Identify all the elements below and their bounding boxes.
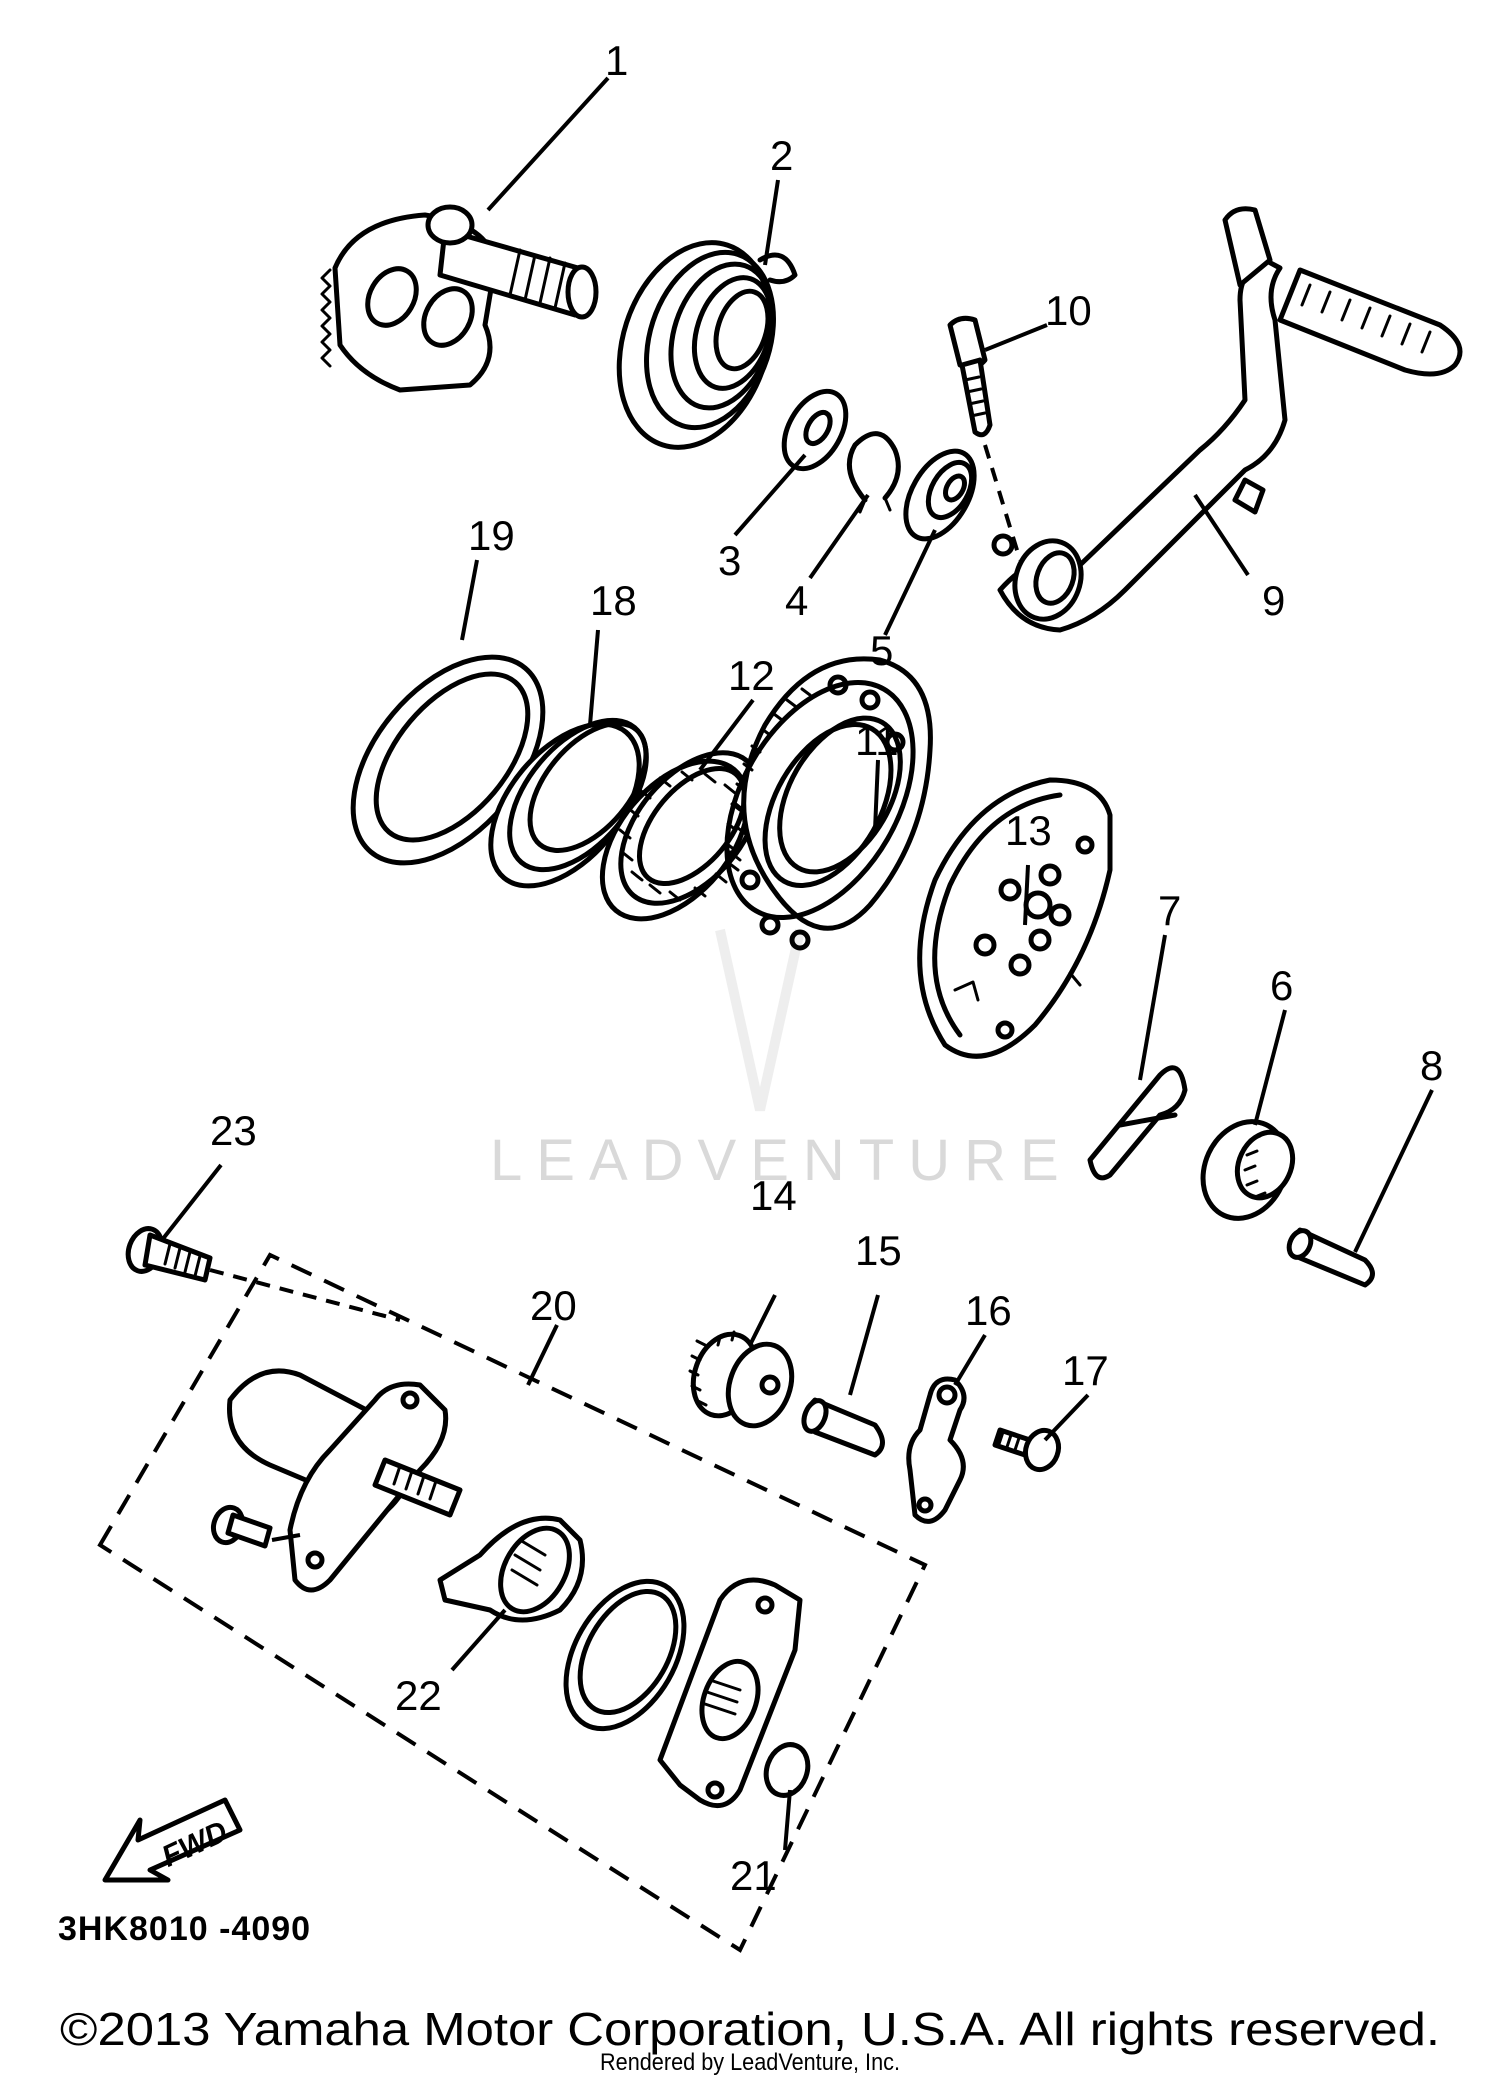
callout-10: 10 [1045,287,1092,334]
part-21-o-ring [763,1742,811,1798]
callout-20: 20 [530,1282,577,1329]
part-5-oil-seal [903,448,977,542]
watermark-logo [715,928,805,1112]
part-13-clutch-plate [917,777,1113,1059]
part-12-bearing [599,750,762,922]
copyright-notice: ©2013 Yamaha Motor Corporation, U.S.A. A… [60,2003,1440,2055]
part-22-housing [437,1515,585,1623]
part-1-kick-axle [320,204,599,393]
callout-1: 1 [605,37,628,84]
part-8-pin [1286,1227,1375,1288]
part-18-collar [488,717,649,889]
callout-18: 18 [590,577,637,624]
part-6-pinion-gear [1200,1119,1296,1221]
part-11-starter-wheel-gear [724,656,933,951]
callout-leaders [160,76,1434,1851]
callout-3: 3 [718,537,741,584]
fwd-arrow-icon: FWD [102,1797,243,1883]
callout-23: 23 [210,1107,257,1154]
callout-6: 6 [1270,962,1293,1009]
callout-21: 21 [730,1852,777,1899]
part-17-screw [992,1427,1062,1473]
callout-12: 12 [728,652,775,699]
part-10-bolt [947,315,1022,561]
callout-9: 9 [1262,577,1285,624]
part-14-idle-gear [688,1330,795,1429]
callout-7: 7 [1158,887,1181,934]
part-7-spring-clip [1087,1065,1188,1181]
watermark-text: LEADVENTURE [490,1128,1073,1193]
callout-4: 4 [785,577,808,624]
callout-11: 11 [855,717,899,764]
callout-2: 2 [770,132,793,179]
callout-5: 5 [870,627,893,674]
part-16-stopper-lever [906,1376,967,1524]
part-23-bolt [125,1226,401,1322]
callout-19: 19 [468,512,515,559]
callout-labels: 1 2 3 4 5 6 7 8 9 10 11 12 13 14 15 16 1… [210,37,1443,1899]
callout-17: 17 [1062,1347,1109,1394]
part-o-ring-gasket [563,1578,687,1732]
part-9-kick-crank [991,206,1463,633]
callout-14: 14 [750,1172,797,1219]
callout-15: 15 [855,1227,902,1274]
diagram-code: 3HK8010 -4090 [58,1910,311,1948]
rendered-by-notice: Rendered by LeadVenture, Inc. [600,2049,900,2076]
part-3-washer [781,388,849,472]
callout-8: 8 [1420,1042,1443,1089]
part-2-torsion-spring [616,240,798,450]
part-15-shaft [801,1397,885,1458]
part-starter-cover [657,1577,803,1809]
part-20-starter-motor-assembly [97,1252,928,1953]
part-4-circlip [846,431,901,514]
callout-22: 22 [395,1672,442,1719]
callout-16: 16 [965,1287,1012,1334]
callout-13: 13 [1005,807,1052,854]
